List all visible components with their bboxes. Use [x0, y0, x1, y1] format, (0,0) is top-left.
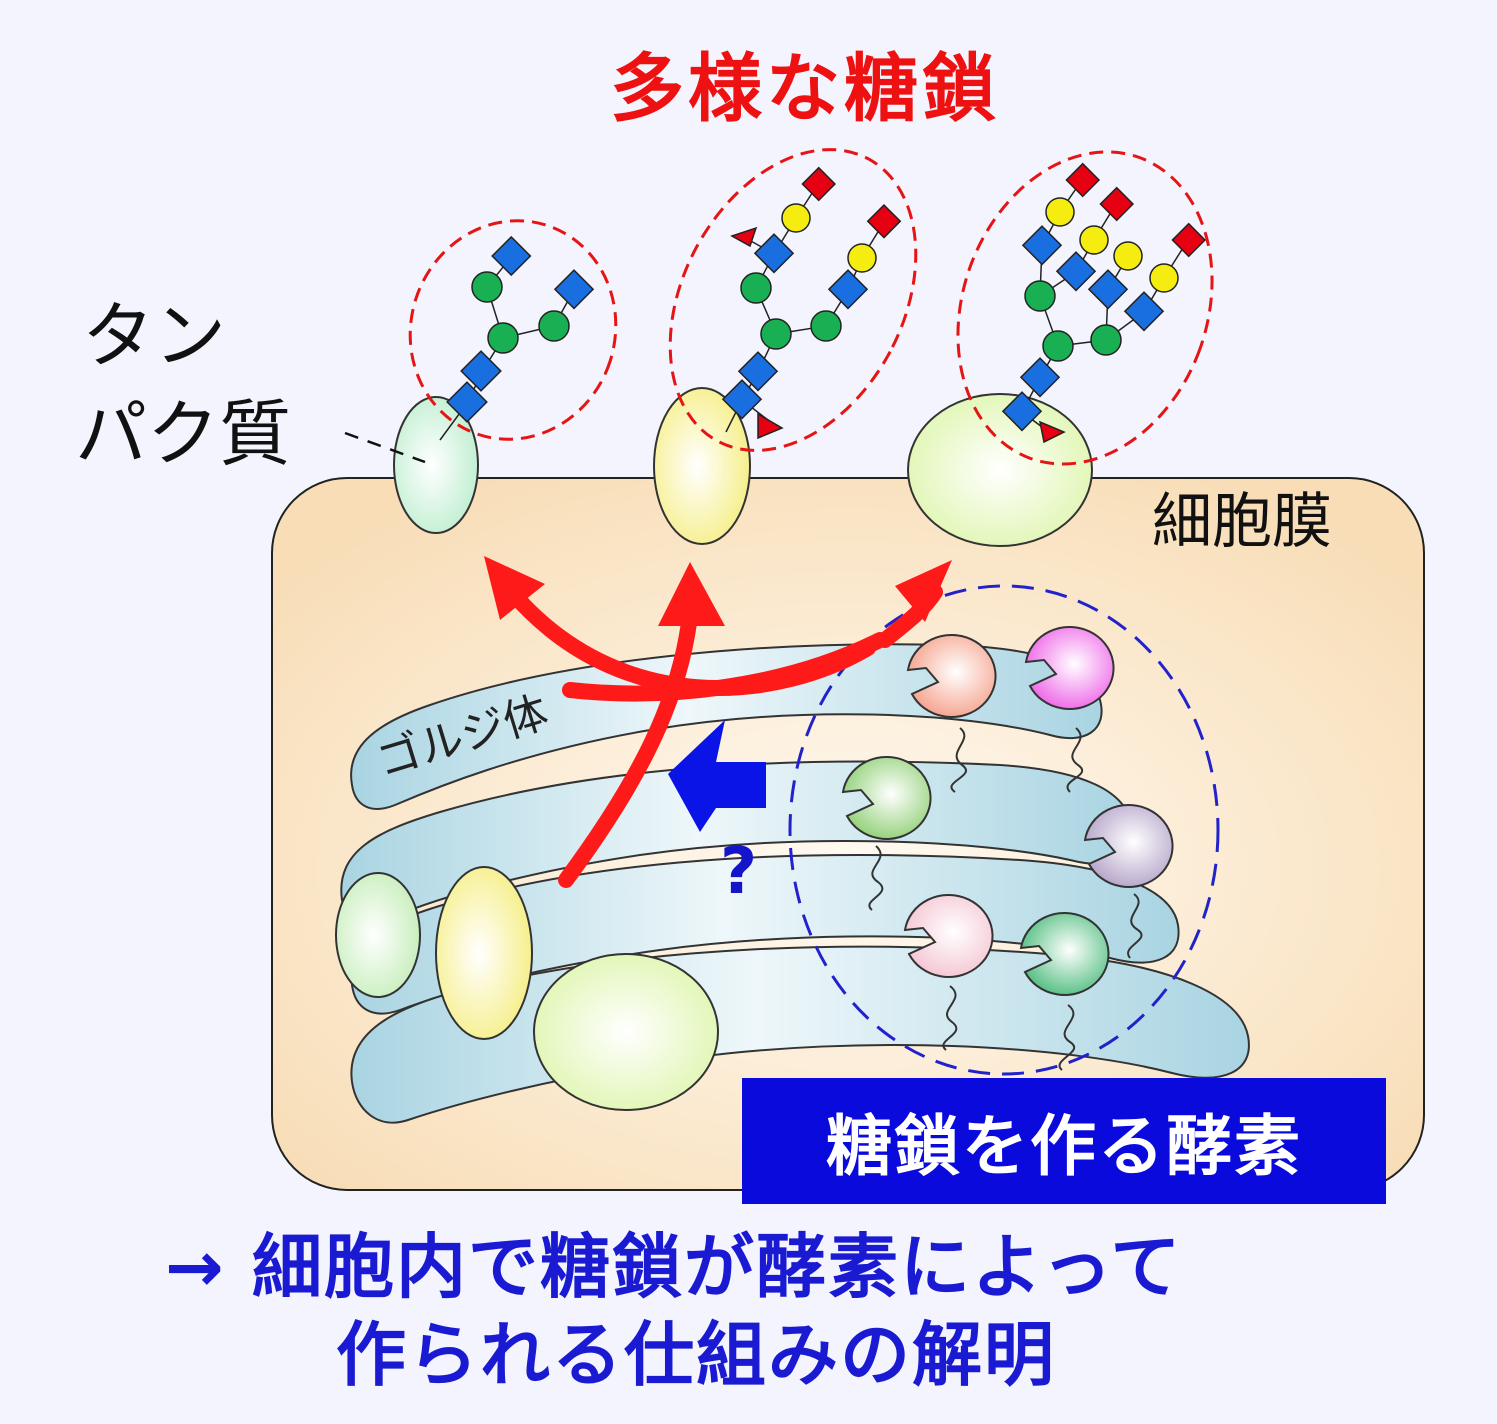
- conclusion-line2: 作られる仕組みの解明: [336, 1314, 1056, 1396]
- protein-label-line1: タン: [82, 294, 227, 378]
- diagram-title: 多様な糖鎖: [610, 46, 1000, 132]
- glycan-mannose-circle: [538, 310, 570, 342]
- glycan-gnac-square: [827, 269, 869, 310]
- glycan-gnac-square: [737, 351, 779, 392]
- protein-lime-inner: [533, 953, 719, 1111]
- glycan-galactose-circle: [1045, 197, 1075, 227]
- enzyme-label: 糖鎖を作る酵素: [826, 1108, 1302, 1185]
- glycan-galactose-circle: [781, 203, 811, 233]
- enzyme-group-outline: [788, 584, 1220, 1076]
- glycan-sialic-square: [801, 166, 837, 202]
- conclusion-line1: → 細胞内で糖鎖が酵素によって: [165, 1226, 1183, 1308]
- protein-yellow-inner: [435, 866, 533, 1040]
- glycan-gnac-square: [753, 233, 795, 274]
- glycan-chain-3-outline: [956, 150, 1214, 466]
- blue-arrow: [668, 720, 766, 832]
- glycan-mannose-circle: [471, 271, 503, 303]
- glycan-gnac-square: [1001, 391, 1043, 432]
- glycan-gnac-square: [491, 235, 532, 277]
- enzyme-label-box: 糖鎖を作る酵素: [742, 1078, 1386, 1204]
- glycan-galactose-circle: [1149, 263, 1179, 293]
- glycan-chain-1-outline: [408, 219, 618, 441]
- enzymes: [841, 625, 1174, 1071]
- red-arrows: [502, 582, 943, 888]
- glycan-fucose-triangle: [730, 226, 758, 248]
- glycan-sialic-square: [866, 203, 902, 239]
- glycan-mannose-circle: [1024, 280, 1056, 312]
- glycan-gnac-square: [553, 269, 595, 310]
- glycan-galactose-circle: [1113, 241, 1143, 271]
- glycan-gnac-square: [1123, 291, 1165, 332]
- membrane-label: 細胞膜: [1152, 487, 1332, 557]
- glycan-sialic-square: [1065, 162, 1101, 198]
- glycan-gnac-square: [1087, 269, 1129, 310]
- protein-label-line2: パク質: [75, 392, 292, 476]
- protein-lime-surface: [907, 393, 1093, 547]
- glycan-mannose-circle: [1042, 330, 1074, 362]
- glycan-mannose-circle: [1090, 324, 1122, 356]
- glycan-gnac-square: [446, 381, 488, 423]
- glycan-fucose-triangle: [757, 412, 784, 440]
- glycan-gnac-square: [460, 350, 502, 392]
- proteins-in-golgi: [335, 866, 719, 1111]
- glycan-gnac-square: [1055, 251, 1097, 292]
- protein-green-surface: [393, 396, 479, 534]
- glycan-mannose-circle: [487, 322, 519, 354]
- glycan-galactose-circle: [847, 243, 877, 273]
- protein-green-small-inner: [335, 872, 421, 998]
- glycan-chain-1: [439, 235, 595, 441]
- glycan-gnac-square: [721, 379, 763, 420]
- glycan-chain-2-outline: [668, 148, 918, 452]
- glycan-chain-2: [721, 166, 902, 440]
- red-arrowheads: [484, 556, 952, 626]
- glycan-gnac-square: [1021, 225, 1063, 266]
- glycan-galactose-circle: [1079, 225, 1109, 255]
- glycan-sialic-square: [1099, 186, 1135, 222]
- glycan-mannose-circle: [740, 272, 772, 304]
- glycan-mannose-circle: [810, 310, 842, 342]
- glycan-gnac-square: [1019, 357, 1061, 398]
- protein-yellow-surface: [653, 387, 751, 545]
- question-mark: ?: [720, 835, 758, 909]
- glycan-chain-3: [1001, 162, 1207, 444]
- glycan-mannose-circle: [760, 318, 792, 350]
- glycan-sialic-square: [1171, 222, 1207, 258]
- glycan-fucose-triangle: [1038, 420, 1066, 444]
